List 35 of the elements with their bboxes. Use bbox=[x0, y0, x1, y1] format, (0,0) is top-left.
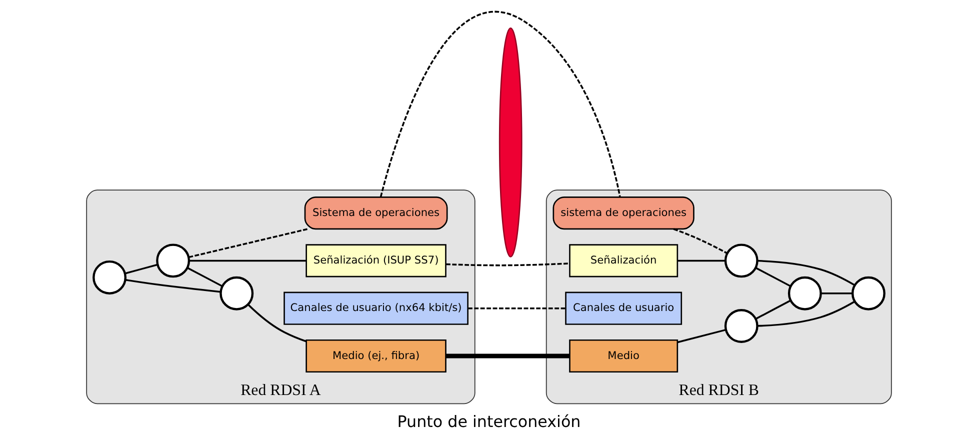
node-box: Canales de usuario bbox=[565, 292, 682, 325]
node-circle bbox=[724, 309, 758, 343]
node-box: Sistema de operaciones bbox=[304, 196, 448, 230]
connector bbox=[757, 260, 856, 286]
node-circle bbox=[220, 276, 254, 310]
node-circle bbox=[92, 260, 127, 294]
diagram-title: Punto de interconexión bbox=[397, 412, 581, 431]
node-box: Señalización bbox=[569, 244, 678, 278]
node-circle bbox=[156, 244, 190, 278]
connector bbox=[247, 304, 306, 342]
connector bbox=[755, 300, 792, 320]
connector bbox=[446, 354, 570, 358]
node-box: Medio bbox=[569, 339, 678, 373]
node-ellipse bbox=[498, 28, 522, 258]
connector bbox=[186, 267, 223, 288]
connector bbox=[125, 279, 221, 293]
node-circle bbox=[724, 244, 758, 278]
node-box: Medio (ej., fibra) bbox=[306, 339, 446, 373]
connector bbox=[678, 260, 726, 262]
connector bbox=[380, 12, 621, 198]
connector bbox=[124, 264, 158, 274]
connector bbox=[468, 307, 566, 310]
connector bbox=[821, 292, 852, 294]
connector bbox=[673, 228, 728, 254]
node-circle bbox=[788, 276, 822, 310]
node-box: Canales de usuario (nx64 kbit/s) bbox=[284, 292, 468, 325]
connector bbox=[188, 228, 308, 258]
connector bbox=[446, 262, 570, 266]
connector bbox=[678, 328, 726, 344]
node-box: sistema de operaciones bbox=[552, 196, 694, 230]
connector bbox=[757, 300, 856, 327]
node-circle bbox=[851, 276, 886, 310]
node-box: Señalización (ISUP SS7) bbox=[306, 244, 446, 278]
connector bbox=[189, 260, 306, 262]
connector bbox=[755, 267, 792, 288]
